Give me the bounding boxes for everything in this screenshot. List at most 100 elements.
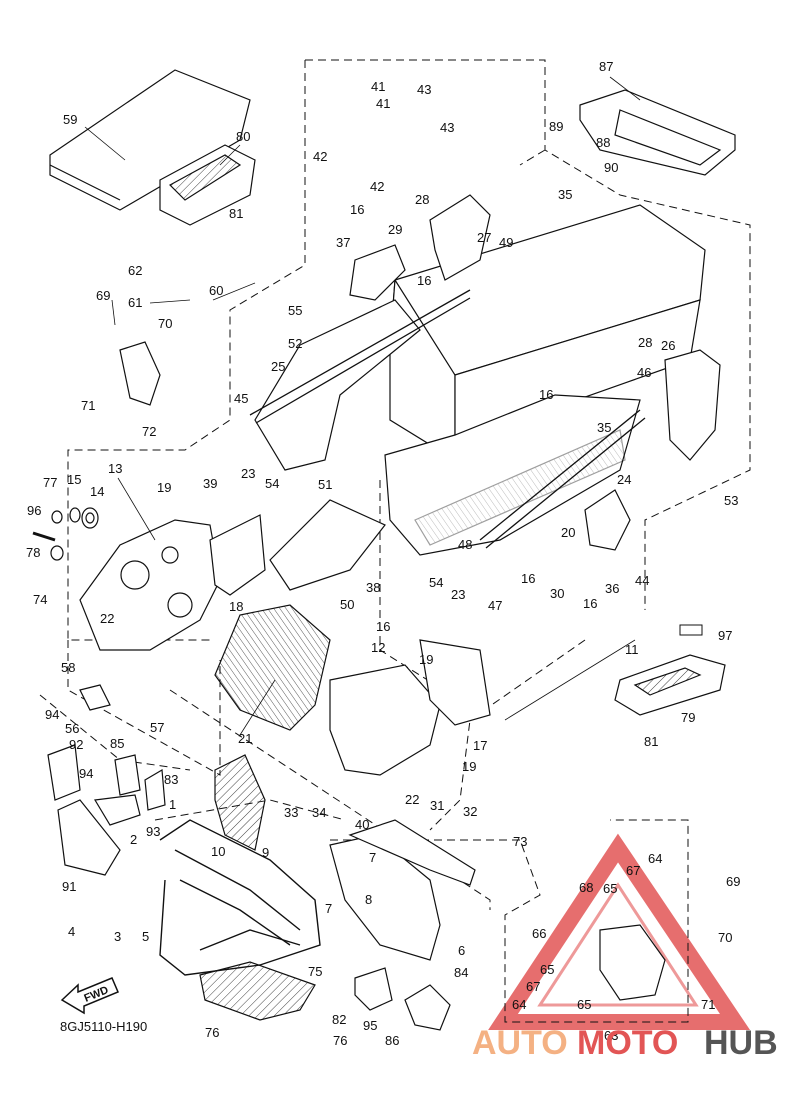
callout: 90 [604, 160, 618, 175]
callout: 89 [549, 119, 563, 134]
callout: 54 [429, 575, 443, 590]
callout: 26 [661, 338, 675, 353]
callout: 18 [229, 599, 243, 614]
callout: 65 [577, 997, 591, 1012]
callout: 69 [726, 874, 740, 889]
callout: 15 [67, 472, 81, 487]
callout: 55 [288, 303, 302, 318]
callout: 35 [597, 420, 611, 435]
callout: 57 [150, 720, 164, 735]
callout: 79 [681, 710, 695, 725]
callout: 67 [626, 863, 640, 878]
callout: 22 [100, 611, 114, 626]
callout: 66 [532, 926, 546, 941]
callout: 58 [61, 660, 75, 675]
callout: 7 [369, 850, 376, 865]
callout: 62 [128, 263, 142, 278]
callout: 51 [318, 477, 332, 492]
callout: 31 [430, 798, 444, 813]
part-bracket-72 [119, 341, 161, 406]
callout: 27 [477, 230, 491, 245]
callout: 46 [637, 365, 651, 380]
callout: 36 [605, 581, 619, 596]
callout: 5 [142, 929, 149, 944]
callout: 16 [376, 619, 390, 634]
part-plates [349, 194, 721, 551]
callout: 88 [596, 135, 610, 150]
callout: 42 [313, 149, 327, 164]
callout: 16 [350, 202, 364, 217]
callout: 39 [203, 476, 217, 491]
watermark-part3: HUB [704, 1024, 778, 1062]
callout: 8 [365, 892, 372, 907]
callout: 96 [27, 503, 41, 518]
callout: 42 [370, 179, 384, 194]
frame-tunnel [254, 204, 706, 556]
callout: 74 [33, 592, 47, 607]
callout: 29 [388, 222, 402, 237]
callout: 30 [550, 586, 564, 601]
callout: 53 [724, 493, 738, 508]
callout: 22 [405, 792, 419, 807]
callout: 70 [158, 316, 172, 331]
group-boundaries [39, 59, 751, 1023]
callout: 40 [355, 817, 369, 832]
part-bracket-63 [599, 924, 666, 1001]
callout: 76 [205, 1025, 219, 1040]
part-front-subframe-1 [159, 819, 321, 976]
callout: 20 [561, 525, 575, 540]
watermark-part1: AUTO [472, 1024, 568, 1062]
callout: 17 [473, 738, 487, 753]
callout: 77 [43, 475, 57, 490]
callout: 19 [157, 480, 171, 495]
callout: 75 [308, 964, 322, 979]
callout: 87 [599, 59, 613, 74]
watermark-part2: MOTO [577, 1024, 678, 1062]
callout: 54 [265, 476, 279, 491]
callout: 44 [635, 573, 649, 588]
callout: 67 [526, 979, 540, 994]
callout: 19 [419, 652, 433, 667]
callout: 56 [65, 721, 79, 736]
part-small-brackets [79, 684, 166, 811]
part-bar-40 [348, 819, 476, 886]
callout: 43 [440, 120, 454, 135]
slide-rails [249, 289, 646, 549]
callout: 69 [96, 288, 110, 303]
callout: 65 [603, 881, 617, 896]
callout: 68 [579, 880, 593, 895]
callout: 47 [488, 598, 502, 613]
callout: 28 [415, 192, 429, 207]
callout: 34 [312, 805, 326, 820]
callout: 16 [417, 273, 431, 288]
part-left-panels [47, 744, 141, 876]
callout: 72 [142, 424, 156, 439]
callout: 71 [701, 997, 715, 1012]
part-vent-80 [159, 144, 256, 226]
callout: 12 [371, 640, 385, 655]
callout: 28 [638, 335, 652, 350]
callout: 37 [336, 235, 350, 250]
callout: 3 [114, 929, 121, 944]
callout: 60 [209, 283, 223, 298]
callout: 16 [521, 571, 535, 586]
callout: 43 [417, 82, 431, 97]
part-shield-87 [579, 89, 736, 176]
callout: 32 [463, 804, 477, 819]
callout: 21 [238, 731, 252, 746]
callout: 86 [385, 1033, 399, 1048]
callout: 85 [110, 736, 124, 751]
callout: 94 [79, 766, 93, 781]
callout: 64 [512, 997, 526, 1012]
callout: 6 [458, 943, 465, 958]
callout: 59 [63, 112, 77, 127]
callout: 63 [604, 1028, 618, 1043]
part-step-79 [614, 654, 726, 716]
callout: 16 [583, 596, 597, 611]
callout: 14 [90, 484, 104, 499]
callout: 24 [617, 472, 631, 487]
callout: 81 [229, 206, 243, 221]
part-skid-plate-75 [199, 961, 316, 1021]
callout: 94 [45, 707, 59, 722]
